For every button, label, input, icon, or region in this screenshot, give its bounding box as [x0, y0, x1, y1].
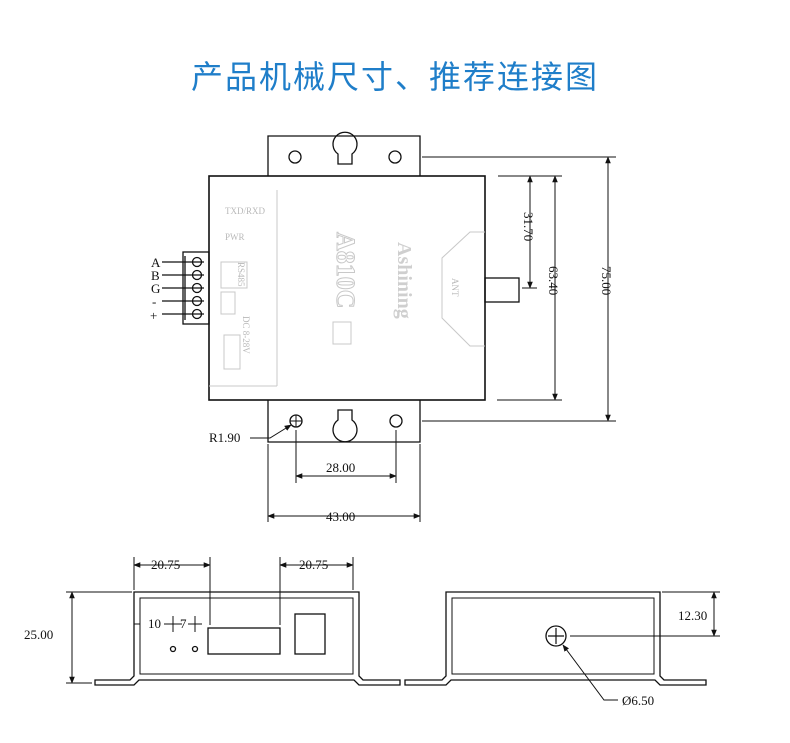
front-panel-rectangle [207, 627, 281, 655]
dim-7: 7 [180, 616, 187, 631]
brand-name: Ashining [393, 242, 415, 319]
device-print: TXD/RXD PWR RS485 DC 8-28V A810C Ashinin… [225, 206, 460, 354]
terminal-label-minus: - [152, 294, 156, 309]
dim-20-75-left: 20.75 [151, 557, 180, 572]
front-panel-square [294, 613, 326, 655]
terminal-label-g: G [151, 281, 160, 296]
dim-43-00: 43.00 [326, 509, 355, 524]
ant-label: ANT [450, 278, 460, 297]
dim-63-40: 63.40 [546, 266, 561, 295]
page-title: 产品机械尺寸、推荐连接图 [190, 58, 599, 96]
side-view-dimension-texts: 12.30 Ø6.50 [622, 608, 707, 708]
model-name: A810C [331, 232, 360, 309]
dim-25-00: 25.00 [24, 627, 53, 642]
dim-28-00: 28.00 [326, 460, 355, 475]
dim-r1-90: R1.90 [209, 430, 240, 445]
bottom-mounting-ear [267, 400, 421, 443]
top-view-dimension-texts: 31.70 63.40 75.00 R1.90 28.00 43.00 [209, 212, 614, 524]
dim-75-00: 75.00 [599, 266, 614, 295]
dim-31-70: 31.70 [521, 212, 536, 241]
antenna-connector [484, 277, 520, 303]
terminal-label-plus: + [150, 308, 157, 323]
rs485-label: RS485 [236, 262, 246, 287]
front-view-dimension-lines [66, 557, 354, 684]
top-view [162, 131, 520, 443]
side-hole [545, 625, 567, 647]
dim-12-30: 12.30 [678, 608, 707, 623]
terminal-label-a: A [151, 255, 161, 270]
top-view-dimension-lines [250, 156, 616, 522]
terminal-block [162, 251, 210, 325]
led-pwr-label: PWR [225, 232, 245, 242]
front-view [94, 591, 401, 686]
side-view-dimension-lines [562, 591, 720, 701]
terminal-labels: A B G - + [150, 255, 161, 323]
led-txd-rxd-label: TXD/RXD [225, 206, 265, 216]
dim-10: 10 [148, 616, 161, 631]
side-view [404, 591, 707, 686]
front-view-dimension-texts: 20.75 20.75 25.00 10 7 [24, 557, 328, 642]
dim-6-50: Ø6.50 [622, 693, 654, 708]
top-mounting-ear [267, 131, 421, 176]
terminal-label-b: B [151, 268, 160, 283]
dc-label: DC 8-28V [241, 316, 251, 354]
dim-20-75-right: 20.75 [299, 557, 328, 572]
